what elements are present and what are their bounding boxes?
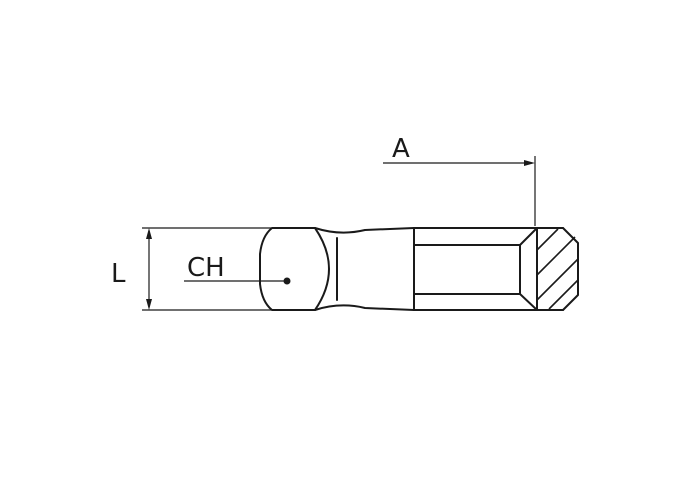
hatch-line bbox=[536, 258, 579, 301]
dimension-l-arrowhead-bottom bbox=[146, 299, 152, 310]
callout-ch: CH bbox=[184, 253, 291, 285]
dimension-l: L bbox=[111, 227, 280, 311]
end-chamfer bbox=[562, 227, 579, 311]
hatch-line bbox=[548, 279, 579, 310]
dimension-a-label: A bbox=[392, 134, 410, 164]
hatch-line bbox=[536, 228, 559, 251]
callout-ch-label: CH bbox=[187, 253, 225, 283]
neck-bottom bbox=[314, 304, 415, 311]
dimension-a-arrowhead bbox=[524, 160, 535, 166]
section-hatching bbox=[536, 228, 579, 310]
neck-top bbox=[314, 227, 415, 234]
hatch-line bbox=[536, 236, 576, 276]
dimension-l-label: L bbox=[111, 259, 126, 289]
hex-head bbox=[259, 227, 330, 311]
chamfer-line-bottom bbox=[519, 293, 538, 311]
dimension-a: A bbox=[383, 134, 536, 226]
dimension-l-arrowhead-top bbox=[146, 228, 152, 239]
chamfer-line-top bbox=[519, 227, 538, 246]
part-body bbox=[259, 227, 579, 311]
callout-ch-dot bbox=[283, 277, 291, 285]
